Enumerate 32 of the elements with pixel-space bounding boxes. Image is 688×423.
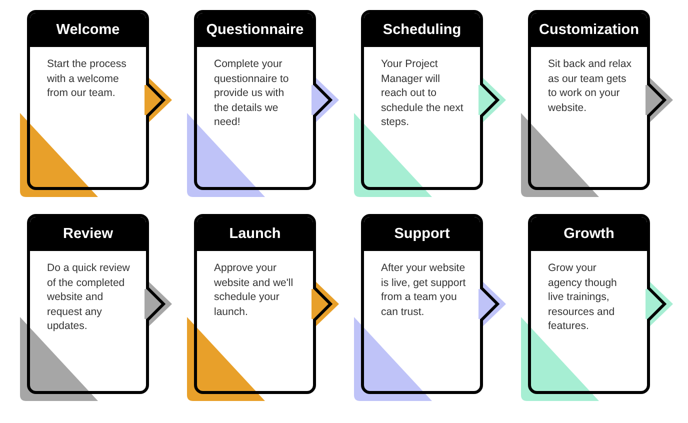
chevron-arrow [146, 286, 166, 322]
step-title: Welcome [30, 13, 146, 47]
step-card [27, 10, 149, 190]
step-card [194, 214, 316, 394]
chevron-arrow [647, 82, 667, 118]
step-card [528, 214, 650, 394]
step-card [194, 10, 316, 190]
step-description: After your website is live, get support from a team you can trust. [380, 261, 467, 319]
chevron-arrow [313, 82, 333, 118]
step-title: Growth [531, 217, 647, 251]
step-description: Do a quick review of the completed website and request any updates. [46, 261, 131, 334]
step-description: Sit back and relax as our team gets to work on your website. [547, 57, 632, 115]
chevron-arrow [313, 286, 333, 322]
chevron-arrow [647, 286, 667, 322]
step-title: Review [30, 217, 146, 251]
step-title: Questionnaire [197, 13, 313, 47]
step-card [27, 214, 149, 394]
chevron-arrow [480, 82, 500, 118]
step-card [528, 10, 650, 190]
step-description: Start the process with a welcome from our team. [46, 57, 128, 100]
step-description: Complete your questionnaire to provide us with the details we need! [213, 57, 290, 130]
chevron-arrow [146, 82, 166, 118]
step-card [361, 214, 483, 394]
step-description: Your Project Manager will reach out to schedule the next steps. [380, 57, 464, 130]
step-description: Grow your agency though live trainings, resources and features. [547, 261, 618, 334]
step-description: Approve your website and we'll schedule your launch. [213, 261, 294, 319]
step-title: Support [364, 217, 480, 251]
step-title: Scheduling [364, 13, 480, 47]
step-title: Launch [197, 217, 313, 251]
step-card [361, 10, 483, 190]
chevron-arrow [480, 286, 500, 322]
step-title: Customization [531, 13, 647, 47]
